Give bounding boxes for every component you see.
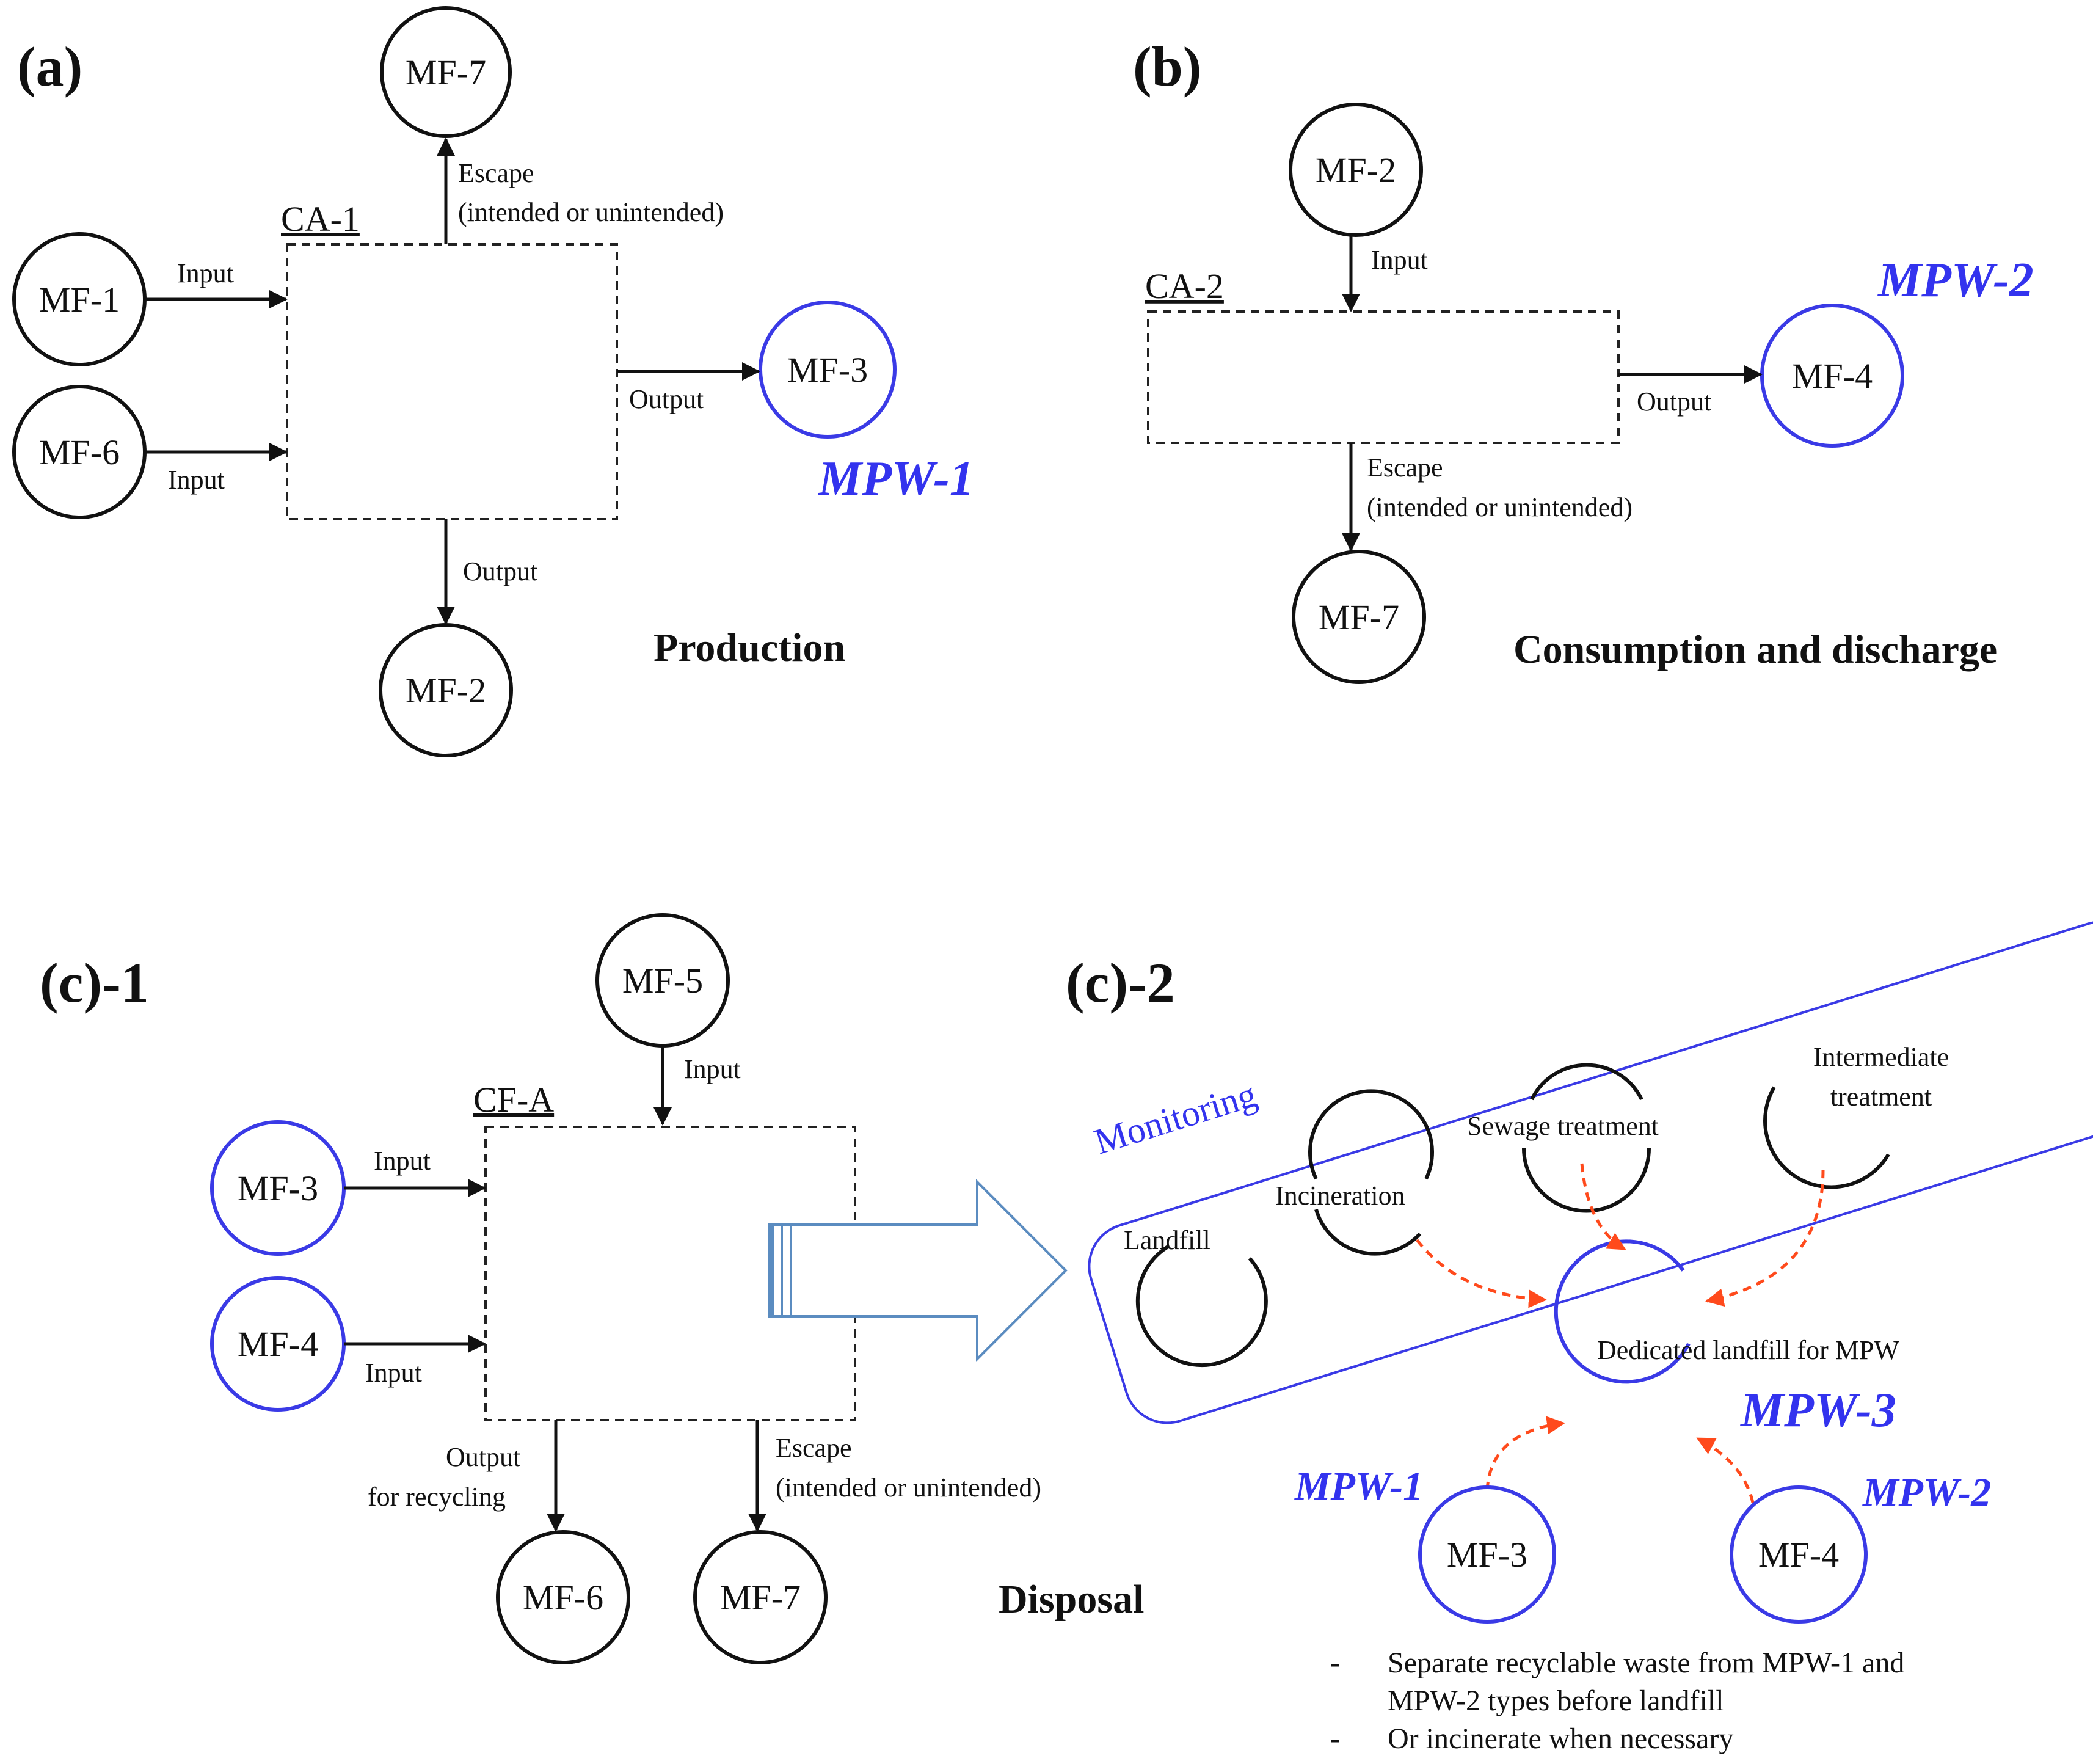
node-mf2-a-label: MF-2 [406, 671, 486, 710]
red-arrow-mf3 [1485, 1416, 1565, 1491]
node-mf1-label: MF-1 [39, 280, 120, 319]
node-mf3-c2 [1418, 1485, 1556, 1624]
sewage-label: Sewage treatment [1467, 1111, 1659, 1141]
node-mf7-b [1292, 550, 1426, 684]
monitoring-label: Monitoring [1090, 1074, 1261, 1162]
note-line-3: Or incinerate when necessary [1388, 1722, 1733, 1755]
mpw1-label-a: MPW-1 [817, 452, 974, 506]
node-mf7-a [380, 6, 512, 138]
node-mf2-a [379, 623, 513, 757]
node-mf5-label: MF-5 [622, 961, 703, 1000]
note-line-2: MPW-2 types before landfill [1388, 1685, 1724, 1717]
input-label-mf3: Input [374, 1146, 431, 1176]
panel-c2-monitoring: (c)-2 Monitoring Landfill Incineration S… [1066, 920, 2093, 1755]
incineration-label: Incineration [1275, 1181, 1405, 1211]
panel-label-a: (a) [17, 35, 82, 98]
panel-b-consumption: (b) CA-2 MF-2 Input MF-4 Output MPW-2 MF… [1133, 35, 2034, 684]
title-consumption: Consumption and discharge [1513, 627, 1997, 672]
node-mf6-a-label: MF-6 [39, 432, 120, 472]
dedicated-landfill-label: Dedicated landfill for MPW [1597, 1335, 1899, 1365]
mpw1-label-c2: MPW-1 [1294, 1464, 1423, 1509]
node-mf7-b-label: MF-7 [1319, 597, 1399, 637]
ca2-label: CA-2 [1145, 266, 1224, 306]
panel-label-c2: (c)-2 [1066, 952, 1175, 1014]
landfill-label: Landfill [1124, 1225, 1210, 1255]
incineration-arc-bottom [1314, 1209, 1422, 1256]
node-mf7-c1 [693, 1530, 828, 1664]
output-label-mf3: Output [629, 384, 704, 414]
node-mf3-c1-label: MF-3 [238, 1168, 318, 1208]
disposal-notes: - Separate recyclable waste from MPW-1 a… [1330, 1647, 1904, 1755]
node-mf7-a-label: MF-7 [406, 53, 486, 92]
note-bullet-1: - [1330, 1647, 1340, 1679]
input-label-mf5: Input [684, 1054, 741, 1084]
ca1-label: CA-1 [281, 199, 360, 239]
node-mf3-a [759, 301, 897, 439]
panel-a-production: (a) CA-1 MF-7 Escape (intended or uninte… [12, 6, 974, 757]
escape-note-c1: (intended or unintended) [776, 1473, 1041, 1503]
title-disposal: Disposal [999, 1577, 1144, 1622]
mpw3-label: MPW-3 [1739, 1383, 1896, 1437]
intermediate-arc [1763, 1086, 1890, 1189]
title-production: Production [653, 625, 845, 670]
output-label-b: Output [1637, 387, 1711, 417]
escape-note-b: (intended or unintended) [1367, 492, 1633, 522]
node-mf6-c1-label: MF-6 [523, 1578, 603, 1617]
output-recycling-label-2: for recycling [368, 1482, 506, 1512]
transition-arrow [768, 1179, 1068, 1362]
landfill-arc [1135, 1244, 1268, 1368]
output-label-mf2: Output [463, 556, 537, 586]
input-label-mf4: Input [365, 1358, 422, 1388]
escape-label-b: Escape [1367, 453, 1443, 483]
node-mf4-c2 [1730, 1485, 1868, 1624]
node-mf3-c2-label: MF-3 [1447, 1535, 1527, 1575]
node-mf2-b [1289, 103, 1423, 237]
dedicated-landfill-arc [1554, 1239, 1691, 1384]
escape-label-a: Escape [458, 158, 534, 188]
mpw2-label-c2: MPW-2 [1862, 1470, 1991, 1515]
ca1-box [286, 243, 618, 520]
panel-c1-disposal: (c)-1 CF-A MF-5 Input MF-3 Input MF-4 In… [40, 913, 1144, 1664]
sewage-arc-bottom [1522, 1148, 1651, 1213]
output-recycling-label-1: Output [446, 1442, 520, 1472]
mpw2-label-b: MPW-2 [1877, 253, 2034, 307]
node-mf2-b-label: MF-2 [1316, 150, 1396, 190]
node-mf6-c1 [496, 1530, 630, 1664]
panel-label-c1: (c)-1 [40, 952, 149, 1014]
red-arrow-incineration [1416, 1239, 1547, 1308]
red-arrow-sewage [1580, 1163, 1626, 1251]
red-arrow-mf4 [1696, 1437, 1755, 1503]
input-label-b: Input [1371, 245, 1428, 275]
node-mf4-b-label: MF-4 [1792, 356, 1873, 396]
node-mf3-a-label: MF-3 [787, 350, 868, 390]
monitoring-box [1088, 920, 2093, 1424]
red-arrow-intermediate [1705, 1169, 1825, 1307]
node-mf7-c1-label: MF-7 [720, 1578, 801, 1617]
input-label-mf1: Input [177, 258, 234, 288]
intermediate-label-2: treatment [1830, 1082, 1932, 1112]
intermediate-label-1: Intermediate [1813, 1042, 1949, 1072]
node-mf4-c2-label: MF-4 [1758, 1535, 1839, 1575]
panel-label-b: (b) [1133, 35, 1201, 98]
note-line-1: Separate recyclable waste from MPW-1 and [1388, 1647, 1904, 1679]
ca2-box [1147, 310, 1620, 444]
sewage-arc-top [1530, 1063, 1643, 1101]
note-bullet-2: - [1330, 1722, 1340, 1755]
escape-note-a: (intended or unintended) [458, 197, 724, 227]
cfa-label: CF-A [473, 1080, 554, 1120]
incineration-arc-top [1308, 1089, 1434, 1180]
input-label-mf6: Input [168, 465, 225, 495]
escape-label-c1: Escape [776, 1433, 852, 1463]
node-mf4-c1-label: MF-4 [238, 1324, 318, 1364]
